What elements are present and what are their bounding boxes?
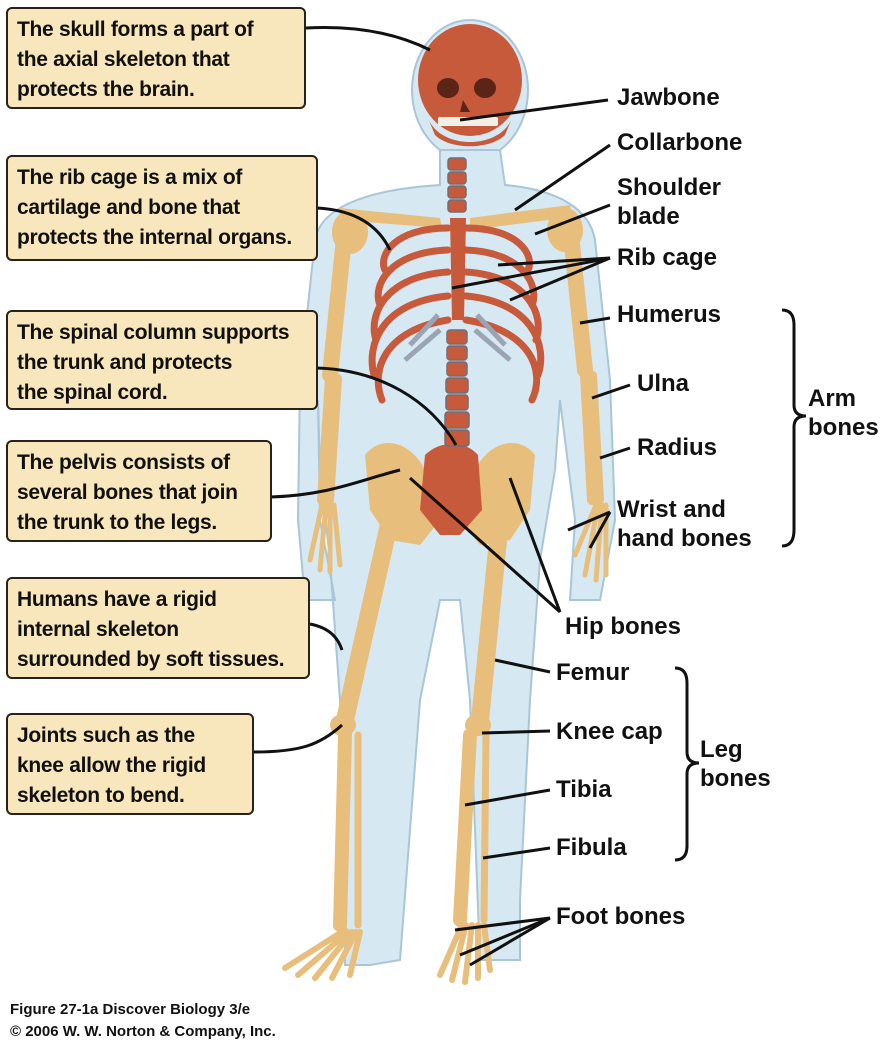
sternum <box>450 218 466 320</box>
label-humerus: Humerus <box>617 301 722 328</box>
label-hip-bones: Hip bones <box>565 613 682 640</box>
leader-lines <box>253 26 631 967</box>
shoulder-girdle <box>332 205 583 254</box>
pelvis <box>365 443 535 545</box>
rib-cage-callout: The rib cage is a mix of cartilage and b… <box>6 155 318 261</box>
label-rib-cage: Rib cage <box>617 244 718 271</box>
foot-bones <box>282 922 493 985</box>
leg-bones <box>333 511 509 932</box>
label-radius: Radius <box>637 434 718 461</box>
label-femur: Femur <box>556 659 630 686</box>
skull-callout: The skull forms a part of the axial skel… <box>6 7 306 109</box>
label-ulna: Ulna <box>637 370 690 397</box>
pelvis-callout: The pelvis consists of several bones tha… <box>6 440 272 542</box>
label-wrist-hand-bones: Wrist and hand bones <box>617 496 752 552</box>
label-leg-bones: Leg bones <box>700 736 771 792</box>
label-foot-bones: Foot bones <box>556 903 686 930</box>
rib-cartilage <box>403 313 512 362</box>
skull <box>418 24 522 147</box>
label-tibia: Tibia <box>556 776 612 803</box>
humans-callout: Humans have a rigid internal skeleton su… <box>6 577 310 679</box>
leg-bones-brace <box>674 666 700 862</box>
label-collarbone: Collarbone <box>617 129 743 156</box>
arm-bones-brace <box>781 308 807 548</box>
label-arm-bones: Arm bones <box>808 385 879 441</box>
spinal-column-callout: The spinal column supports the trunk and… <box>6 310 318 410</box>
label-shoulder-blade: Shoulder blade <box>617 174 722 230</box>
joints-callout: Joints such as the knee allow the rigid … <box>6 713 254 815</box>
label-jawbone: Jawbone <box>617 84 720 111</box>
copyright-line: © 2006 W. W. Norton & Company, Inc. <box>10 1023 276 1040</box>
spinal-column <box>444 157 470 447</box>
label-fibula: Fibula <box>556 834 627 861</box>
figure-caption: Figure 27-1a Discover Biology 3/e <box>10 1001 251 1018</box>
label-knee-cap: Knee cap <box>556 718 663 745</box>
